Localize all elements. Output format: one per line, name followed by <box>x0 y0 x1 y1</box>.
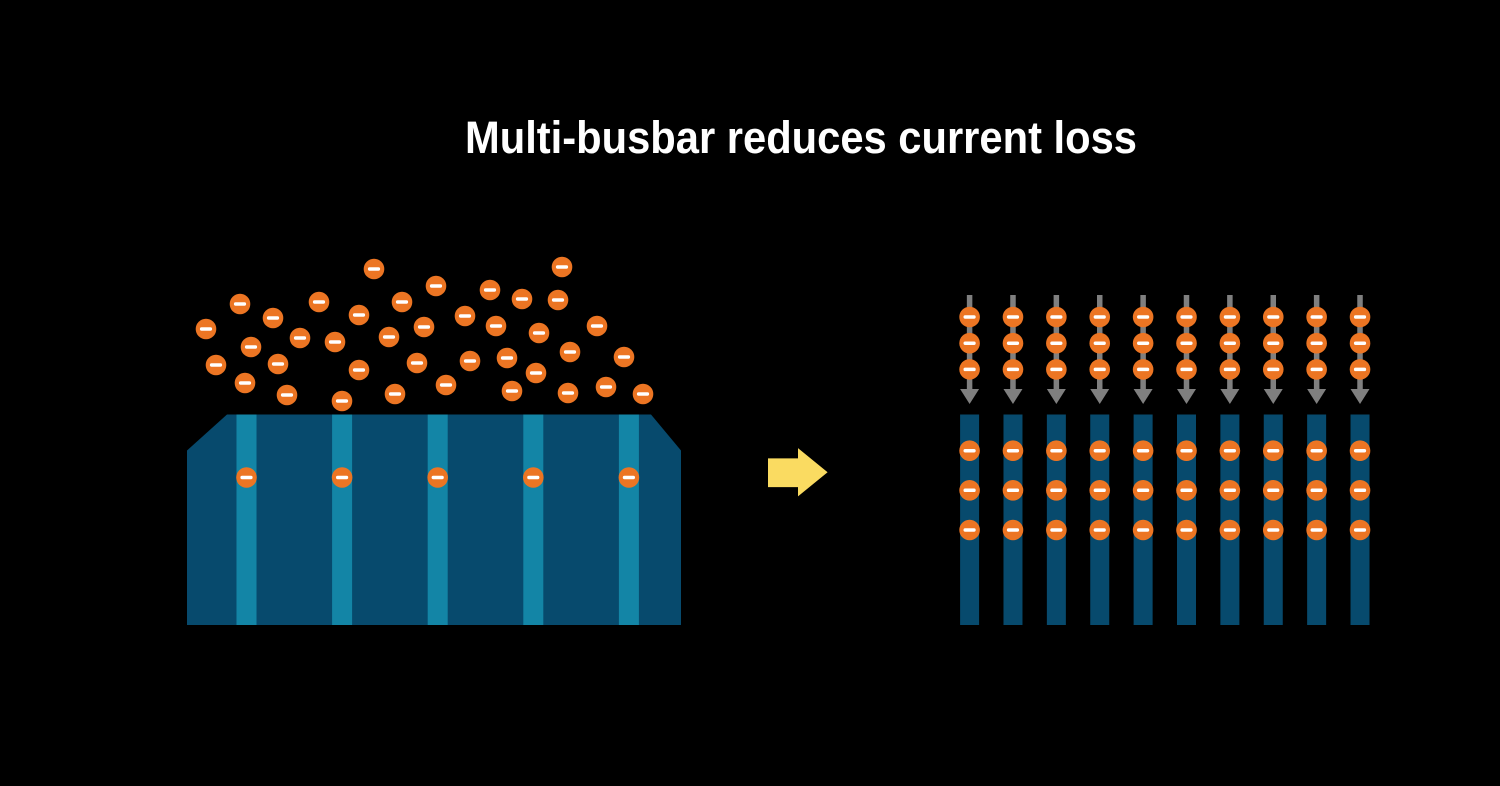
svg-text:Multi-busbar reduces current l: Multi-busbar reduces current loss <box>465 112 1137 163</box>
